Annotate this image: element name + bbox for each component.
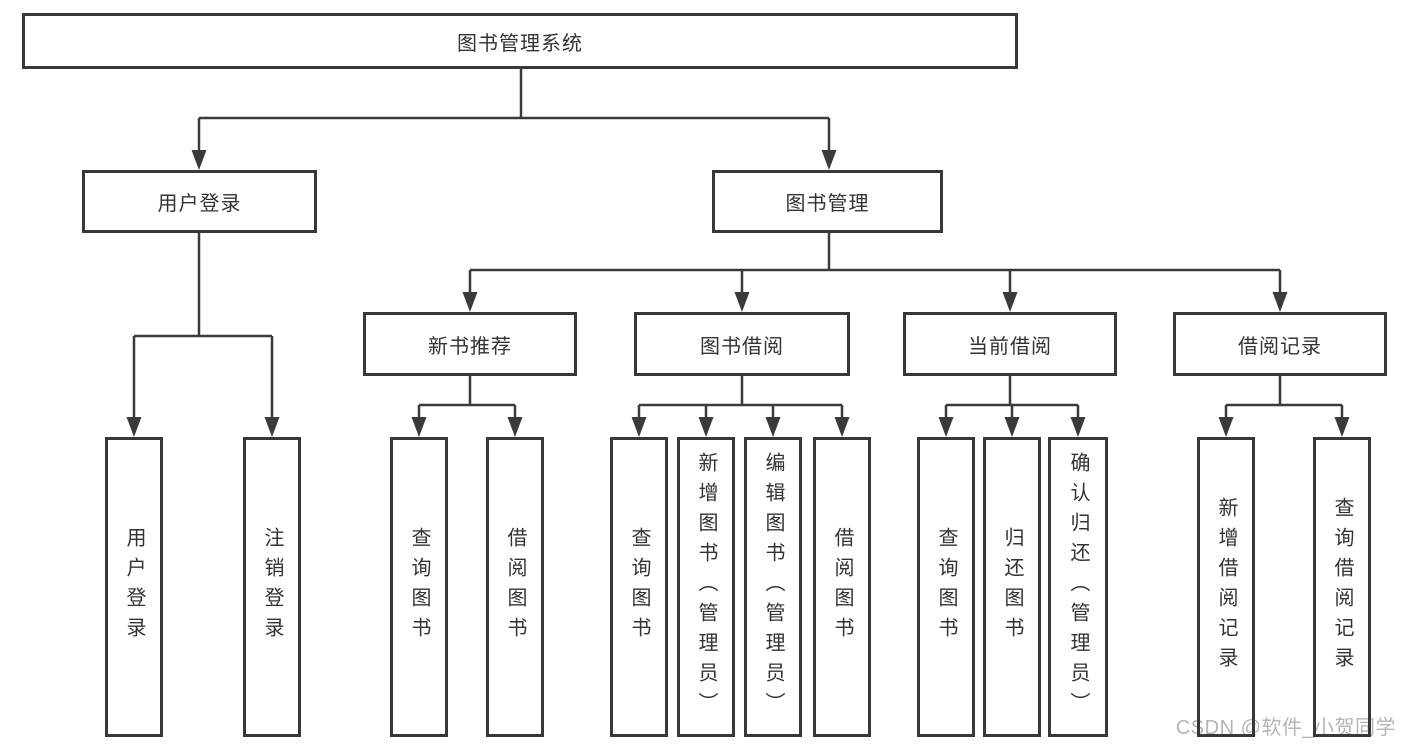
node-current-borrowing-label: 当前借阅 xyxy=(968,335,1052,358)
leaf-borrowing-edit-books-admin-label: 编辑图书（管理员） xyxy=(762,452,784,722)
node-book-management: 图书管理 xyxy=(712,170,943,233)
leaf-records-add-borrow-record-label: 新增借阅记录 xyxy=(1215,497,1237,677)
leaf-current-confirm-return-admin-label: 确认归还（管理员） xyxy=(1067,452,1089,722)
leaf-current-query-books-label: 查询图书 xyxy=(935,527,957,647)
leaf-current-confirm-return-admin: 确认归还（管理员） xyxy=(1048,437,1108,737)
leaf-newbook-borrow-books-label: 借阅图书 xyxy=(504,527,526,647)
leaf-borrowing-query-books-label: 查询图书 xyxy=(628,527,650,647)
leaf-newbook-query-books-label: 查询图书 xyxy=(408,527,430,647)
leaf-newbook-borrow-books: 借阅图书 xyxy=(486,437,544,737)
leaf-user-login: 用户登录 xyxy=(105,437,163,737)
leaf-current-query-books: 查询图书 xyxy=(917,437,975,737)
node-book-borrowing-label: 图书借阅 xyxy=(700,335,784,358)
leaf-borrowing-borrow-books: 借阅图书 xyxy=(813,437,871,737)
connector-new-book-recommend-children xyxy=(411,376,523,437)
node-borrowing-records-label: 借阅记录 xyxy=(1238,335,1322,358)
leaf-borrowing-add-books-admin-label: 新增图书（管理员） xyxy=(695,452,717,722)
leaf-borrowing-add-books-admin: 新增图书（管理员） xyxy=(677,437,735,737)
node-new-book-recommend-label: 新书推荐 xyxy=(428,335,512,358)
node-root-system: 图书管理系统 xyxy=(22,13,1018,69)
connector-current-borrowing-children xyxy=(938,376,1086,437)
leaf-newbook-query-books: 查询图书 xyxy=(390,437,448,737)
node-book-management-label: 图书管理 xyxy=(785,193,870,215)
leaf-records-query-borrow-record-label: 查询借阅记录 xyxy=(1331,497,1353,677)
node-user-login: 用户登录 xyxy=(82,170,317,233)
leaf-borrowing-query-books: 查询图书 xyxy=(610,437,668,737)
connector-user-login-children xyxy=(126,233,280,437)
leaf-borrowing-edit-books-admin: 编辑图书（管理员） xyxy=(744,437,802,737)
node-root-system-label: 图书管理系统 xyxy=(457,32,583,55)
leaf-logout: 注销登录 xyxy=(243,437,301,737)
node-current-borrowing: 当前借阅 xyxy=(903,312,1117,376)
node-new-book-recommend: 新书推荐 xyxy=(363,312,577,376)
leaf-current-return-books: 归还图书 xyxy=(983,437,1041,737)
leaf-logout-label: 注销登录 xyxy=(261,527,283,647)
leaf-user-login-label: 用户登录 xyxy=(123,527,145,647)
node-user-login-label: 用户登录 xyxy=(157,193,242,215)
node-book-borrowing: 图书借阅 xyxy=(634,312,850,376)
watermark: CSDN @软件_小贺同学 xyxy=(1175,717,1396,739)
connector-book-management-sections xyxy=(462,233,1288,312)
connector-root-to-level2 xyxy=(191,69,837,170)
leaf-current-return-books-label: 归还图书 xyxy=(1001,527,1023,647)
leaf-records-query-borrow-record: 查询借阅记录 xyxy=(1313,437,1371,737)
node-borrowing-records: 借阅记录 xyxy=(1173,312,1387,376)
connector-borrowing-records-children xyxy=(1218,376,1350,437)
leaf-borrowing-borrow-books-label: 借阅图书 xyxy=(831,527,853,647)
leaf-records-add-borrow-record: 新增借阅记录 xyxy=(1197,437,1255,737)
connector-book-borrowing-children xyxy=(631,376,850,437)
